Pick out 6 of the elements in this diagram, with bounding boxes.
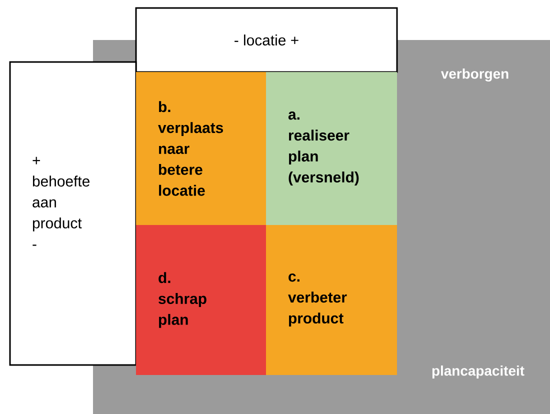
quadrant-box: c. verbeter product (266, 225, 397, 375)
quadrant-box: a. realiseer plan (versneld) (266, 72, 397, 225)
quadrant-box: b. verplaats naar betere locatie (136, 72, 266, 225)
axis-box: - locatie + (135, 7, 398, 73)
axis-box: + behoefte aan product - (9, 61, 137, 366)
quadrant-box: d. schrap plan (136, 225, 266, 375)
